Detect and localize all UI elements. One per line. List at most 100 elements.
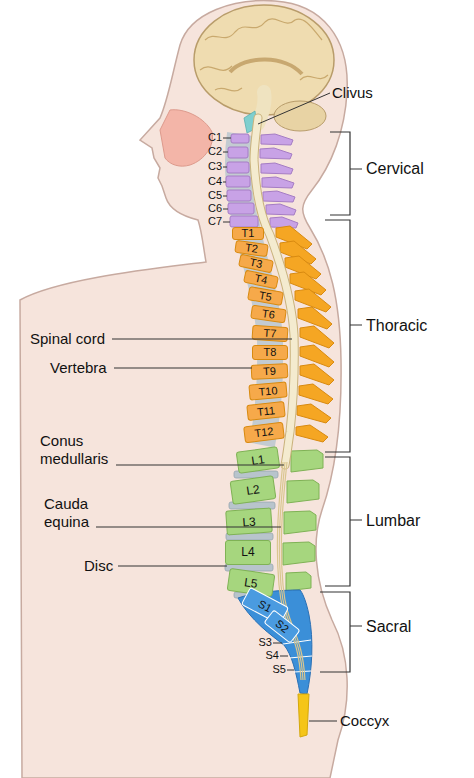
spinous-process — [300, 364, 334, 385]
spinous-process — [261, 163, 293, 174]
leader-line — [223, 182, 226, 183]
leader-line — [116, 465, 284, 466]
region-label: Thoracic — [366, 316, 466, 335]
part-label: Clivus — [332, 84, 392, 102]
vertebral-body: T11 — [246, 401, 285, 421]
spinous-process — [270, 217, 298, 228]
region-bracket — [320, 592, 362, 672]
vertebral-body — [226, 176, 250, 187]
region-label: Cervical — [366, 159, 466, 178]
vertebral-body — [228, 203, 254, 214]
corpus-callosum — [230, 59, 302, 74]
vertebra-number: T6 — [261, 308, 275, 321]
vertebral-body: T7 — [252, 324, 289, 341]
spinous-process — [263, 191, 295, 202]
spinous-process — [300, 345, 334, 367]
region-label: Sacral — [366, 617, 466, 636]
part-label: Coccyx — [340, 712, 410, 730]
vertebra-number: L4 — [241, 546, 254, 558]
region-brackets — [320, 132, 362, 672]
spinous-process — [287, 480, 319, 503]
leader-line — [96, 527, 281, 528]
vertebra-label: C4 — [200, 175, 222, 188]
brain-gyri — [200, 19, 328, 91]
vertebra-label: S5 — [264, 663, 286, 676]
vertebral-body: L3 — [225, 507, 273, 535]
coccyx-bone — [298, 694, 309, 737]
vertebra-label: S4 — [257, 649, 279, 662]
leader-line — [223, 167, 227, 168]
vertebra-label: C1 — [200, 131, 222, 144]
vertebra-number: T12 — [254, 425, 274, 438]
vertebral-body: L2 — [230, 475, 277, 505]
vertebral-body: T1 — [232, 227, 264, 240]
leader-line — [223, 196, 227, 197]
vertebral-body — [228, 147, 248, 158]
spinous-process — [300, 326, 334, 348]
vertebra-number: T7 — [263, 327, 277, 339]
spinous-process — [298, 307, 332, 329]
vertebra-number: T10 — [258, 385, 278, 398]
spinous-process — [261, 134, 293, 145]
leader-line — [309, 721, 337, 722]
part-label: Spinal cord — [30, 330, 120, 348]
vertebral-body — [227, 190, 251, 201]
vertebral-body — [231, 134, 249, 143]
part-label: Conus medullaris — [40, 432, 130, 468]
leader-line — [223, 152, 228, 153]
leader-line — [223, 138, 231, 139]
body-silhouette — [20, 1, 347, 778]
region-bracket — [325, 220, 362, 452]
vertebra-number: T8 — [264, 347, 277, 358]
vertebra-number: T2 — [244, 242, 258, 255]
vertebral-body — [227, 162, 249, 173]
spinous-process — [262, 177, 294, 188]
vertebral-body — [230, 216, 258, 227]
leader-lines — [96, 93, 337, 721]
vertebra-number: T5 — [258, 289, 273, 302]
leader-line — [118, 566, 227, 567]
vertebral-body: T12 — [243, 421, 285, 443]
vertebral-body: T4 — [243, 269, 279, 289]
leader-line — [112, 339, 292, 340]
spinous-process — [266, 204, 296, 215]
leader-line — [287, 670, 294, 671]
vertebra-number: T11 — [256, 405, 275, 418]
vertebra-number: S2 — [273, 618, 290, 635]
vertebral-body: T8 — [252, 345, 288, 360]
vertebra-label: C5 — [200, 189, 222, 202]
vertebral-body: T10 — [248, 381, 287, 400]
vertebra-number: T1 — [242, 228, 255, 239]
cauda-equina-nerves — [277, 462, 305, 680]
part-label: Cauda equina — [44, 495, 114, 531]
nerve-root — [281, 462, 305, 680]
vertebral-body: T2 — [234, 240, 268, 257]
vertebra-number: L3 — [242, 515, 256, 528]
spinous-process — [299, 384, 333, 404]
cerebellum — [274, 101, 326, 131]
vertebra-number: T9 — [262, 365, 275, 377]
vertebra-label: C7 — [200, 215, 222, 228]
spinous-process — [260, 148, 292, 159]
leader-line — [223, 222, 230, 223]
spinous-process — [286, 572, 311, 591]
leader-line — [280, 656, 288, 657]
region-bracket — [325, 457, 362, 586]
vertebral-body: T3 — [238, 253, 274, 273]
vertebral-body: L1 — [236, 446, 281, 474]
leader-line — [258, 93, 330, 124]
part-label: Disc — [84, 557, 124, 575]
vertebra-number: T3 — [249, 256, 264, 269]
spinous-process — [296, 425, 328, 442]
vertebral-body: T9 — [250, 363, 288, 380]
part-label: Vertebra — [50, 359, 120, 377]
spinous-process — [291, 450, 323, 472]
vertebral-body: L4 — [225, 540, 271, 565]
leader-line — [223, 209, 228, 210]
region-label: Lumbar — [366, 511, 466, 530]
lumbar-discs — [225, 471, 278, 598]
spinous-process — [297, 404, 331, 423]
leader-line — [114, 368, 252, 369]
vertebra-label: C2 — [200, 145, 222, 158]
